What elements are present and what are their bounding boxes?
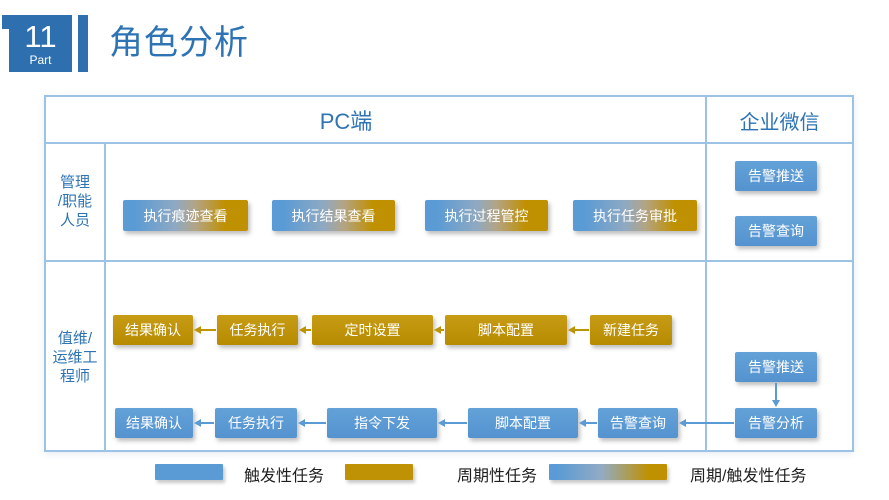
task-alert-push-row2: 告警推送 bbox=[735, 352, 817, 382]
task-command-dispatch: 指令下发 bbox=[327, 408, 437, 438]
column-header-wechat: 企业微信 bbox=[739, 111, 820, 134]
flow-arrow bbox=[579, 419, 597, 427]
task-alert-query-row2: 告警查询 bbox=[598, 408, 678, 438]
legend-label-trigger: 触发性任务 bbox=[244, 468, 325, 485]
column-header-pc: PC端 bbox=[319, 109, 373, 134]
flow-arrow bbox=[438, 419, 467, 427]
corner-mark bbox=[2, 15, 11, 29]
row-label-line: 程师 bbox=[59, 367, 90, 385]
task-result-confirm-periodic: 结果确认 bbox=[113, 315, 193, 345]
part-number-box: 11 Part bbox=[9, 15, 72, 72]
legend-swatch-trigger bbox=[155, 464, 223, 480]
title-accent-bar bbox=[78, 15, 88, 72]
legend-swatch-periodic bbox=[345, 464, 413, 480]
label-column-divider bbox=[104, 142, 106, 450]
row-label-line: 运维工 bbox=[52, 348, 98, 366]
row-label-line: /职能 bbox=[57, 192, 93, 210]
role-table: PC端 企业微信 管理 /职能 人员 值维/ 运维工 程师 bbox=[44, 95, 854, 452]
task-timer-setting: 定时设置 bbox=[312, 315, 433, 345]
row-label-line: 值维/ bbox=[57, 329, 93, 347]
task-alert-query-row1: 告警查询 bbox=[735, 216, 817, 246]
wechat-column-divider bbox=[705, 97, 707, 450]
flow-arrow bbox=[194, 326, 216, 334]
row-label-management: 管理 /职能 人员 bbox=[46, 144, 104, 258]
legend-swatch-mixed bbox=[549, 464, 667, 480]
task-alert-push-row1: 告警推送 bbox=[735, 161, 817, 191]
flow-arrow bbox=[568, 326, 589, 334]
flow-arrow bbox=[194, 419, 214, 427]
task-result-confirm-trigger: 结果确认 bbox=[115, 408, 193, 438]
task-execution-approval: 执行任务审批 bbox=[573, 200, 697, 231]
task-script-config-trigger: 脚本配置 bbox=[468, 408, 578, 438]
task-task-execute-periodic: 任务执行 bbox=[217, 315, 298, 345]
flow-arrow bbox=[299, 326, 311, 334]
page-title: 角色分析 bbox=[109, 24, 249, 62]
task-execution-process-control: 执行过程管控 bbox=[425, 200, 548, 231]
row-divider bbox=[46, 260, 852, 262]
flow-arrow bbox=[298, 419, 326, 427]
task-execution-trace-view: 执行痕迹查看 bbox=[123, 200, 248, 231]
task-script-config-periodic: 脚本配置 bbox=[445, 315, 567, 345]
task-task-execute-trigger: 任务执行 bbox=[215, 408, 297, 438]
part-number: 11 bbox=[24, 18, 57, 54]
flow-arrow bbox=[434, 326, 444, 334]
row-label-line: 管理 bbox=[59, 173, 90, 191]
flow-arrow-down bbox=[772, 383, 780, 407]
row-label-operations: 值维/ 运维工 程师 bbox=[46, 262, 104, 452]
row-label-line: 人员 bbox=[59, 211, 90, 229]
task-new-task: 新建任务 bbox=[590, 315, 672, 345]
task-execution-result-view: 执行结果查看 bbox=[272, 200, 395, 231]
legend-label-periodic: 周期性任务 bbox=[457, 468, 538, 485]
task-alert-analysis: 告警分析 bbox=[735, 408, 817, 438]
header-divider bbox=[46, 142, 852, 144]
legend-label-mixed: 周期/触发性任务 bbox=[690, 468, 807, 485]
flow-arrow bbox=[679, 419, 734, 427]
part-label: Part bbox=[29, 52, 52, 67]
